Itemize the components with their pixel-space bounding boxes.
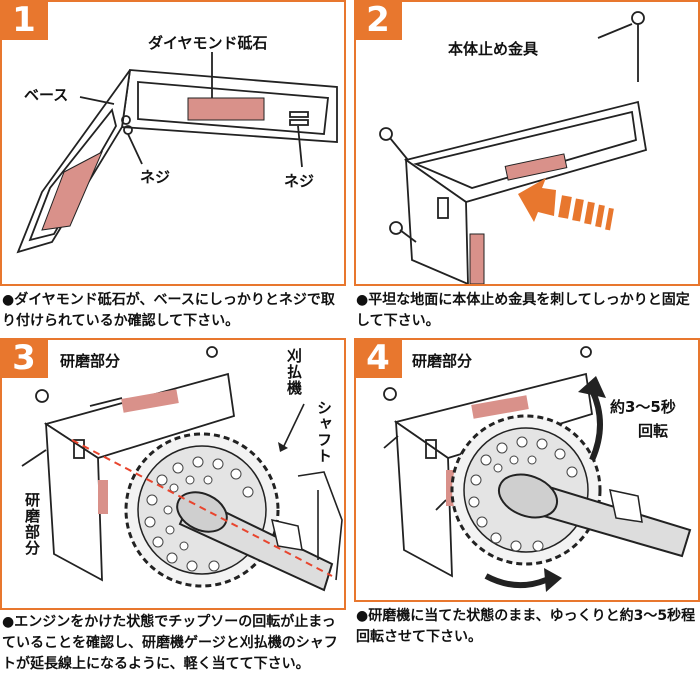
step-2-panel: 2 本体止め金具 <box>354 0 700 286</box>
step-4-illustration <box>383 346 692 592</box>
diamond-stone-top <box>187 97 265 121</box>
step-1-caption: ●ダイヤモンド砥石が、ベースにしっかりとネジで取り付けられているか確認して下さい… <box>2 292 335 329</box>
diamond-stone-side <box>469 233 485 284</box>
diamond-stone <box>504 153 568 181</box>
label-polish-side: 研磨部分 <box>23 492 41 556</box>
label-brush-cutter: 刈払機 <box>285 348 303 396</box>
polish-area-side <box>98 480 108 514</box>
label-polish-top: 研磨部分 <box>412 352 473 370</box>
cutter-shaft <box>176 491 334 592</box>
label-screw-right: ネジ <box>284 172 315 190</box>
label-stake: 本体止め金具 <box>448 40 539 58</box>
step-3-badge: 3 <box>2 340 48 378</box>
polish-area-top <box>471 395 529 419</box>
label-rotate: 回転 <box>638 422 669 440</box>
rotate-arrow-top <box>589 388 603 462</box>
push-arrow <box>518 178 614 231</box>
step-4-caption: ●研磨機に当てた状態のまま、ゆっくりと約3～5秒程回転させて下さい。 <box>356 608 696 645</box>
step-2-badge: 2 <box>356 2 402 40</box>
step-3-panel: 3 <box>0 338 346 610</box>
step-2-caption: ●平坦な地面に本体止め金具を刺してしっかりと固定して下さい。 <box>356 292 690 329</box>
step-3-illustration <box>21 346 343 592</box>
label-base: ベース <box>24 86 69 104</box>
label-polish-top: 研磨部分 <box>60 352 121 370</box>
polish-area-top <box>121 389 179 413</box>
step-1-panel: 1 ダイヤモンド砥石 ベース ネジ ネジ <box>0 0 346 286</box>
step-1-badge: 1 <box>2 2 48 40</box>
label-shaft: シャフト <box>315 400 333 464</box>
label-screw-left: ネジ <box>140 168 171 186</box>
step-4-panel: 4 <box>354 338 700 602</box>
step-2-illustration <box>379 11 648 284</box>
label-rotate-time: 約3～5秒 <box>610 398 676 416</box>
step-1-illustration <box>16 52 338 254</box>
diamond-stone-side <box>41 150 104 231</box>
label-diamond-stone: ダイヤモンド砥石 <box>148 34 268 52</box>
rotate-arrow-bottom <box>484 573 548 589</box>
step-4-badge: 4 <box>356 340 402 378</box>
step-3-caption: ●エンジンをかけた状態でチップソーの回転が止まっていることを確認し、研磨機ゲージ… <box>2 614 338 672</box>
cutter-shaft <box>497 473 692 558</box>
alignment-line <box>71 439 333 577</box>
